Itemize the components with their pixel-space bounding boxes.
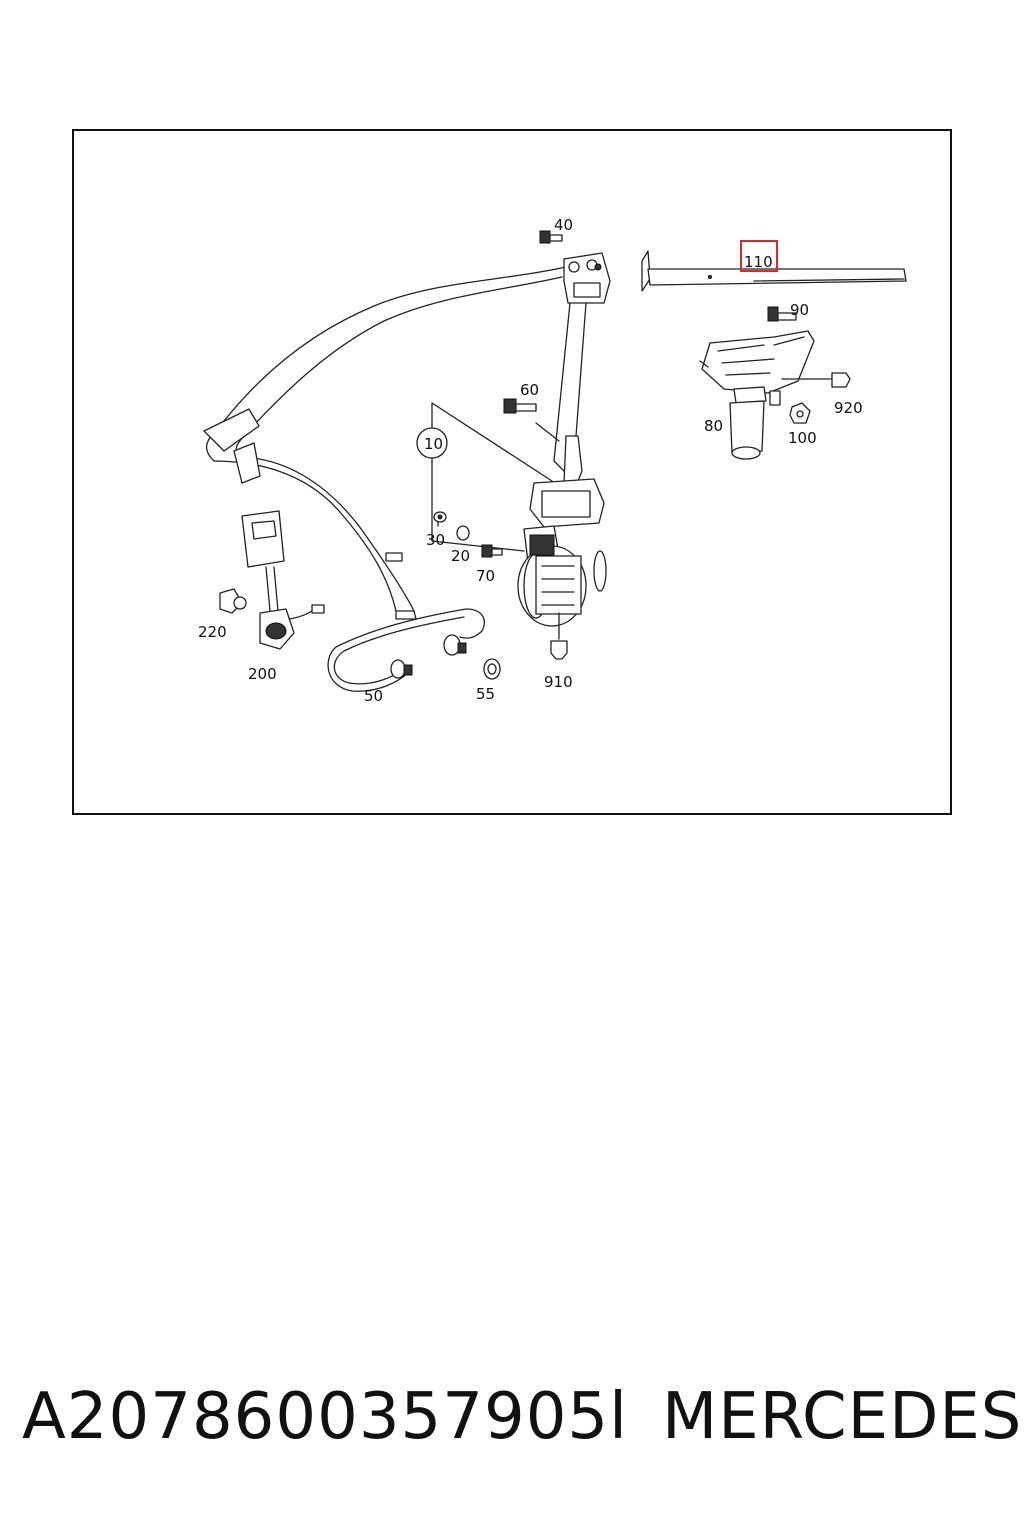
callout-100: 100 xyxy=(788,429,817,447)
nut-30-icon xyxy=(433,511,447,523)
callout-20: 20 xyxy=(451,547,470,565)
connector-plug-icon xyxy=(443,634,467,656)
clip-920-icon xyxy=(781,372,851,388)
callout-50: 50 xyxy=(364,687,383,705)
callout-60: 60 xyxy=(520,381,539,399)
seat-belt-exploded-diagram: 40 60 10 30 20 70 220 200 50 55 910 110 … xyxy=(198,216,907,705)
callout-110-highlight xyxy=(740,240,778,272)
bolt-40-icon xyxy=(539,230,563,244)
upper-anchor xyxy=(563,252,611,304)
cable-50 xyxy=(327,608,485,692)
callout-910: 910 xyxy=(544,673,573,691)
callout-90: 90 xyxy=(790,301,809,319)
connector-50-icon xyxy=(390,659,413,679)
leader-60 xyxy=(535,422,560,442)
grommet-55-icon xyxy=(483,658,501,680)
bolt-60-icon xyxy=(503,398,537,414)
footer: A2078600357905l MERCEDES xyxy=(0,1380,1024,1470)
parts-diagram-frame: 40 60 10 30 20 70 220 200 50 55 910 110 … xyxy=(72,129,952,815)
callout-70: 70 xyxy=(476,567,495,585)
belt-buckle-200 xyxy=(241,510,325,650)
callout-200: 200 xyxy=(248,665,277,683)
bolt-70-icon xyxy=(481,544,503,558)
belt-guide-rail-110 xyxy=(641,250,907,292)
callout-220: 220 xyxy=(198,623,227,641)
motor-unit-80 xyxy=(699,330,815,460)
callout-40: 40 xyxy=(554,216,573,234)
guide-rail xyxy=(553,302,587,492)
bushing-220-icon xyxy=(219,588,247,614)
nut-100-icon xyxy=(789,402,811,424)
belt-retractor xyxy=(517,478,607,627)
cap-20-icon xyxy=(456,525,470,541)
callout-920: 920 xyxy=(834,399,863,417)
callout-30: 30 xyxy=(426,531,445,549)
callout-55: 55 xyxy=(476,685,495,703)
callout-80: 80 xyxy=(704,417,723,435)
bolt-90-icon xyxy=(767,306,797,322)
callout-10: 10 xyxy=(424,435,443,453)
part-number: A2078600357905l xyxy=(22,1380,628,1454)
callout-110: 110 xyxy=(744,253,773,271)
belt-webbing xyxy=(203,266,567,612)
strap-end xyxy=(395,610,417,620)
brand-name: MERCEDES xyxy=(662,1380,1023,1454)
clip-910-icon xyxy=(550,612,568,660)
